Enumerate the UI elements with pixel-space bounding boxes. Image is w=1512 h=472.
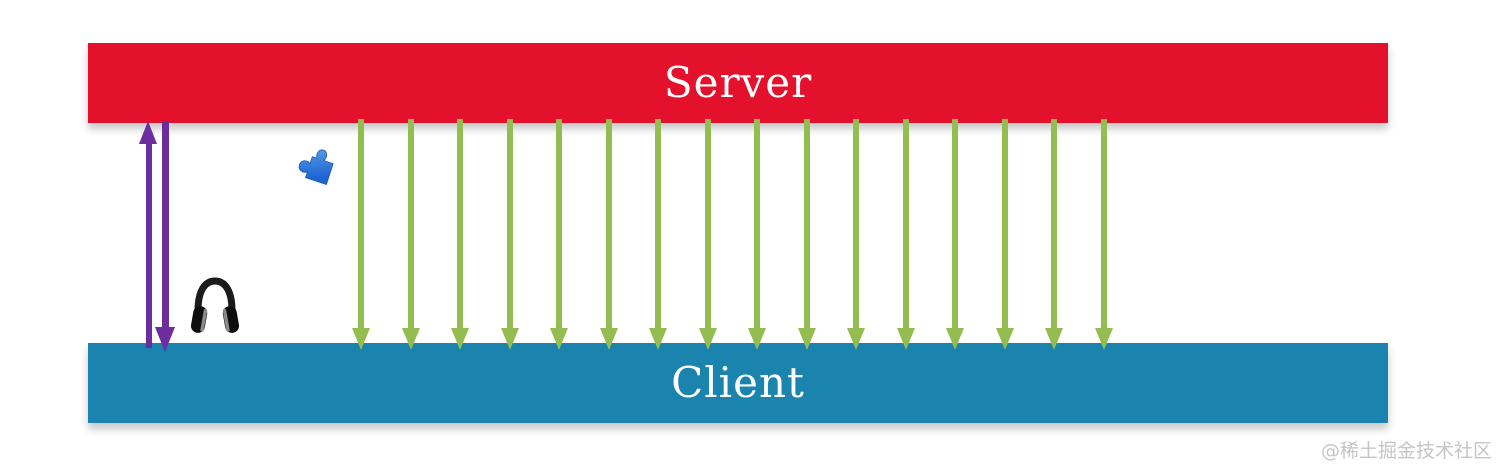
push-arrow-down-icon xyxy=(995,119,1014,350)
arrow-shaft xyxy=(902,119,909,329)
client-bar: Client xyxy=(88,343,1388,423)
push-arrow-down-icon xyxy=(500,119,519,350)
push-arrow-down-icon xyxy=(599,119,618,350)
arrow-shaft xyxy=(162,121,169,328)
push-arrow-down-icon xyxy=(352,119,370,350)
arrow-head-down xyxy=(995,328,1014,350)
arrow-head-down xyxy=(401,328,420,350)
arrow-shaft xyxy=(754,119,760,329)
push-arrow-down-icon xyxy=(797,119,816,350)
arrow-shaft xyxy=(1100,119,1107,329)
arrow-shaft xyxy=(1051,119,1057,329)
arrow-head-down xyxy=(550,328,568,350)
arrow-head-down xyxy=(946,328,964,350)
arrow-head-down xyxy=(797,328,816,350)
push-arrow-down-icon xyxy=(1045,119,1063,350)
arrow-shaft xyxy=(655,119,661,329)
push-arrow-down-icon xyxy=(847,119,865,350)
arrow-head-down xyxy=(599,328,618,350)
arrow-shaft xyxy=(704,119,711,329)
push-arrow-down-icon xyxy=(401,119,420,350)
arrow-head-down xyxy=(748,328,766,350)
arrow-shaft xyxy=(145,142,152,348)
push-arrow-down-icon xyxy=(451,119,469,350)
push-arrow-down-icon xyxy=(698,119,717,350)
push-arrow-down-icon xyxy=(649,119,667,350)
arrow-shaft xyxy=(605,119,612,329)
push-arrow-down-icon xyxy=(1094,119,1113,350)
arrow-head-down xyxy=(451,328,469,350)
arrow-head-down xyxy=(847,328,865,350)
arrow-shaft xyxy=(803,119,810,329)
arrow-shaft xyxy=(358,119,364,329)
arrow-shaft xyxy=(407,119,414,329)
arrow-head-down xyxy=(155,327,175,352)
arrow-head-down xyxy=(649,328,667,350)
server-bar: Server xyxy=(88,43,1388,123)
bidirectional-arrow-up-icon xyxy=(139,121,158,348)
arrow-shaft xyxy=(952,119,958,329)
arrow-head-up xyxy=(139,121,157,144)
arrow-head-down xyxy=(896,328,915,350)
arrow-shaft xyxy=(1001,119,1008,329)
watermark-text: @稀土掘金技术社区 xyxy=(1320,440,1492,463)
arrow-shaft xyxy=(506,119,513,329)
arrow-head-down xyxy=(1094,328,1113,350)
bidirectional-arrow-down-icon xyxy=(155,121,176,352)
push-arrow-down-icon xyxy=(946,119,964,350)
arrow-head-down xyxy=(500,328,519,350)
arrow-head-down xyxy=(698,328,717,350)
arrow-shaft xyxy=(457,119,463,329)
headphones-icon xyxy=(190,275,240,335)
push-arrow-down-icon xyxy=(748,119,766,350)
arrow-shaft xyxy=(853,119,859,329)
arrow-head-down xyxy=(352,328,370,350)
push-arrow-down-icon xyxy=(896,119,915,350)
puzzle-piece-icon xyxy=(289,138,344,193)
client-label: Client xyxy=(671,358,805,407)
arrow-shaft xyxy=(556,119,562,329)
arrow-head-down xyxy=(1045,328,1063,350)
push-arrow-down-icon xyxy=(550,119,568,350)
server-label: Server xyxy=(663,58,813,107)
